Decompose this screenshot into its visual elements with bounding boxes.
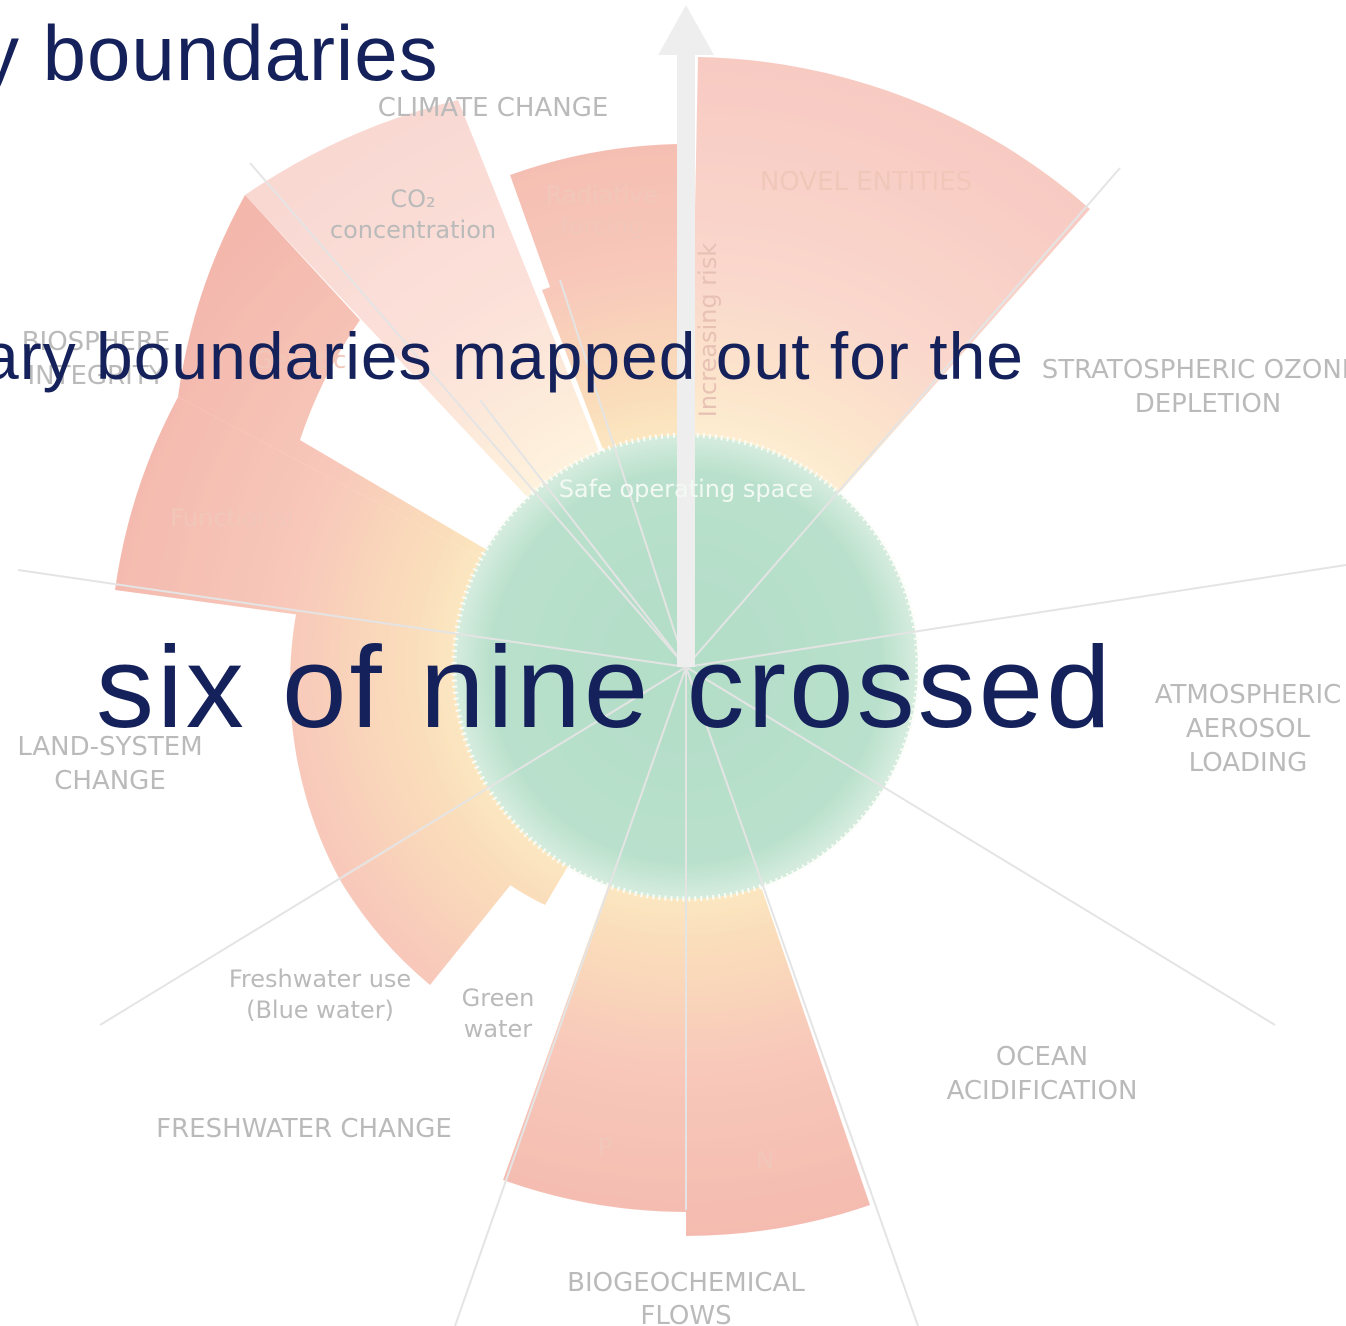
label-freshwater-use: Freshwater use: [229, 965, 411, 993]
label-radiative: Radiative: [546, 181, 659, 209]
divider-line: [685, 167, 1121, 668]
label-land-system: LAND-SYSTEM: [17, 732, 202, 762]
label-biogeochemical: BIOGEOCHEMICAL: [567, 1268, 805, 1298]
label-flows: FLOWS: [640, 1301, 731, 1326]
label-aerosol: AEROSOL: [1186, 714, 1311, 744]
divider-line: [685, 666, 919, 1326]
page-subtitle: ary boundaries mapped out for the: [0, 319, 1024, 393]
label-co2: CO₂: [390, 185, 435, 213]
label-green: Green: [462, 984, 535, 1012]
divider-line: [249, 162, 687, 668]
label-forcing: forcing: [561, 212, 644, 240]
divider-line: [17, 569, 687, 668]
divider-line: [479, 399, 687, 668]
label-integrity: INTEGRITY: [27, 361, 164, 391]
divider-line: [454, 666, 687, 1326]
divider-line: [559, 279, 687, 668]
divider-line: [685, 564, 1346, 668]
label-functional: Functional: [170, 504, 293, 532]
label-nitrogen: N: [756, 1146, 774, 1174]
label-concentration: concentration: [330, 216, 496, 244]
label-ocean: OCEAN: [996, 1042, 1088, 1072]
label-genetic: Genetic: [254, 346, 347, 374]
label-water: water: [464, 1015, 533, 1043]
label-novel-entities: NOVEL ENTITIES: [760, 167, 972, 197]
label-stratospheric-ozone: STRATOSPHERIC OZONE: [1042, 355, 1346, 385]
headline: six of nine crossed: [96, 622, 1114, 752]
label-climate-change: CLIMATE CHANGE: [378, 93, 609, 123]
page-title: y boundaries: [0, 9, 439, 97]
divider-line: [685, 666, 1276, 1026]
label-atmospheric: ATMOSPHERIC: [1155, 680, 1342, 710]
label-biosphere: BIOSPHERE: [22, 327, 171, 357]
label-depletion: DEPLETION: [1135, 389, 1282, 419]
label-loading: LOADING: [1189, 748, 1308, 778]
label-blue-water: (Blue water): [246, 996, 394, 1024]
label-land-change: CHANGE: [54, 766, 166, 796]
safe-space-label: Safe operating space: [559, 475, 814, 503]
increasing-risk-label: Increasing risk: [694, 243, 722, 418]
label-freshwater-change: FRESHWATER CHANGE: [156, 1114, 452, 1144]
label-phosphorus: P: [598, 1133, 612, 1161]
wedge-biosphere-inner: [178, 195, 686, 667]
label-acidification: ACIDIFICATION: [947, 1076, 1138, 1106]
divider-line: [99, 666, 687, 1026]
increasing-risk-arrow: Increasing risk: [658, 5, 722, 667]
